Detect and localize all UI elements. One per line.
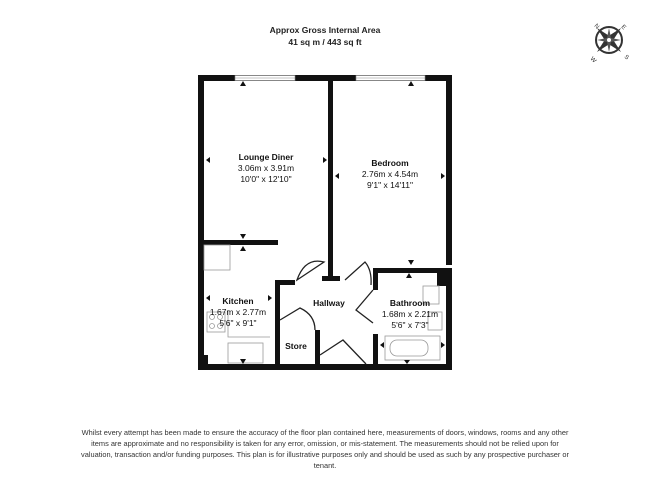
svg-text:10'0" x 12'10": 10'0" x 12'10"	[240, 174, 291, 184]
svg-text:Bedroom: Bedroom	[371, 158, 409, 168]
windows	[234, 75, 426, 81]
basin	[427, 311, 443, 331]
compass-n: N	[593, 23, 600, 30]
area-title: Approx Gross Internal Area	[269, 25, 381, 35]
area-value: 41 sq m / 443 sq ft	[288, 37, 362, 47]
svg-text:1.67m x 2.77m: 1.67m x 2.77m	[210, 307, 266, 317]
fixtures	[203, 244, 443, 364]
compass-e: E	[620, 24, 627, 31]
svg-text:5'6" x 7'3": 5'6" x 7'3"	[391, 320, 428, 330]
room-hallway: Hallway	[313, 298, 345, 308]
bathroom-door	[355, 289, 374, 324]
compass-rose-icon: N E S W	[589, 23, 630, 64]
svg-text:Bathroom: Bathroom	[390, 298, 431, 308]
entrance-door	[319, 339, 367, 365]
svg-text:Kitchen: Kitchen	[222, 296, 253, 306]
room-store: Store	[285, 341, 307, 351]
compass-w: W	[589, 56, 597, 64]
dimension-arrows	[206, 81, 445, 364]
room-bedroom: Bedroom 2.76m x 4.54m 9'1" x 14'11"	[362, 158, 418, 190]
room-kitchen: Kitchen 1.67m x 2.77m 5'6" x 9'1"	[210, 296, 266, 328]
bath	[384, 335, 441, 361]
room-bathroom: Bathroom 1.68m x 2.21m 5'6" x 7'3"	[382, 298, 438, 330]
svg-text:Lounge Diner: Lounge Diner	[239, 152, 294, 162]
svg-text:9'1" x 14'11": 9'1" x 14'11"	[367, 180, 413, 190]
doors	[279, 260, 374, 365]
store-door	[279, 307, 316, 331]
walls	[198, 75, 452, 370]
sink	[227, 342, 264, 364]
room-lounge-diner: Lounge Diner 3.06m x 3.91m 10'0" x 12'10…	[238, 152, 294, 184]
disclaimer: Whilst every attempt has been made to en…	[81, 428, 569, 470]
svg-text:1.68m x 2.21m: 1.68m x 2.21m	[382, 309, 438, 319]
svg-text:3.06m x 3.91m: 3.06m x 3.91m	[238, 163, 294, 173]
lounge-door	[295, 260, 326, 282]
svg-text:2.76m x 4.54m: 2.76m x 4.54m	[362, 169, 418, 179]
hob	[206, 311, 226, 333]
compass-s: S	[623, 54, 630, 61]
toilet	[422, 285, 440, 305]
svg-text:5'6" x 9'1": 5'6" x 9'1"	[219, 318, 256, 328]
bedroom-door	[344, 261, 372, 286]
